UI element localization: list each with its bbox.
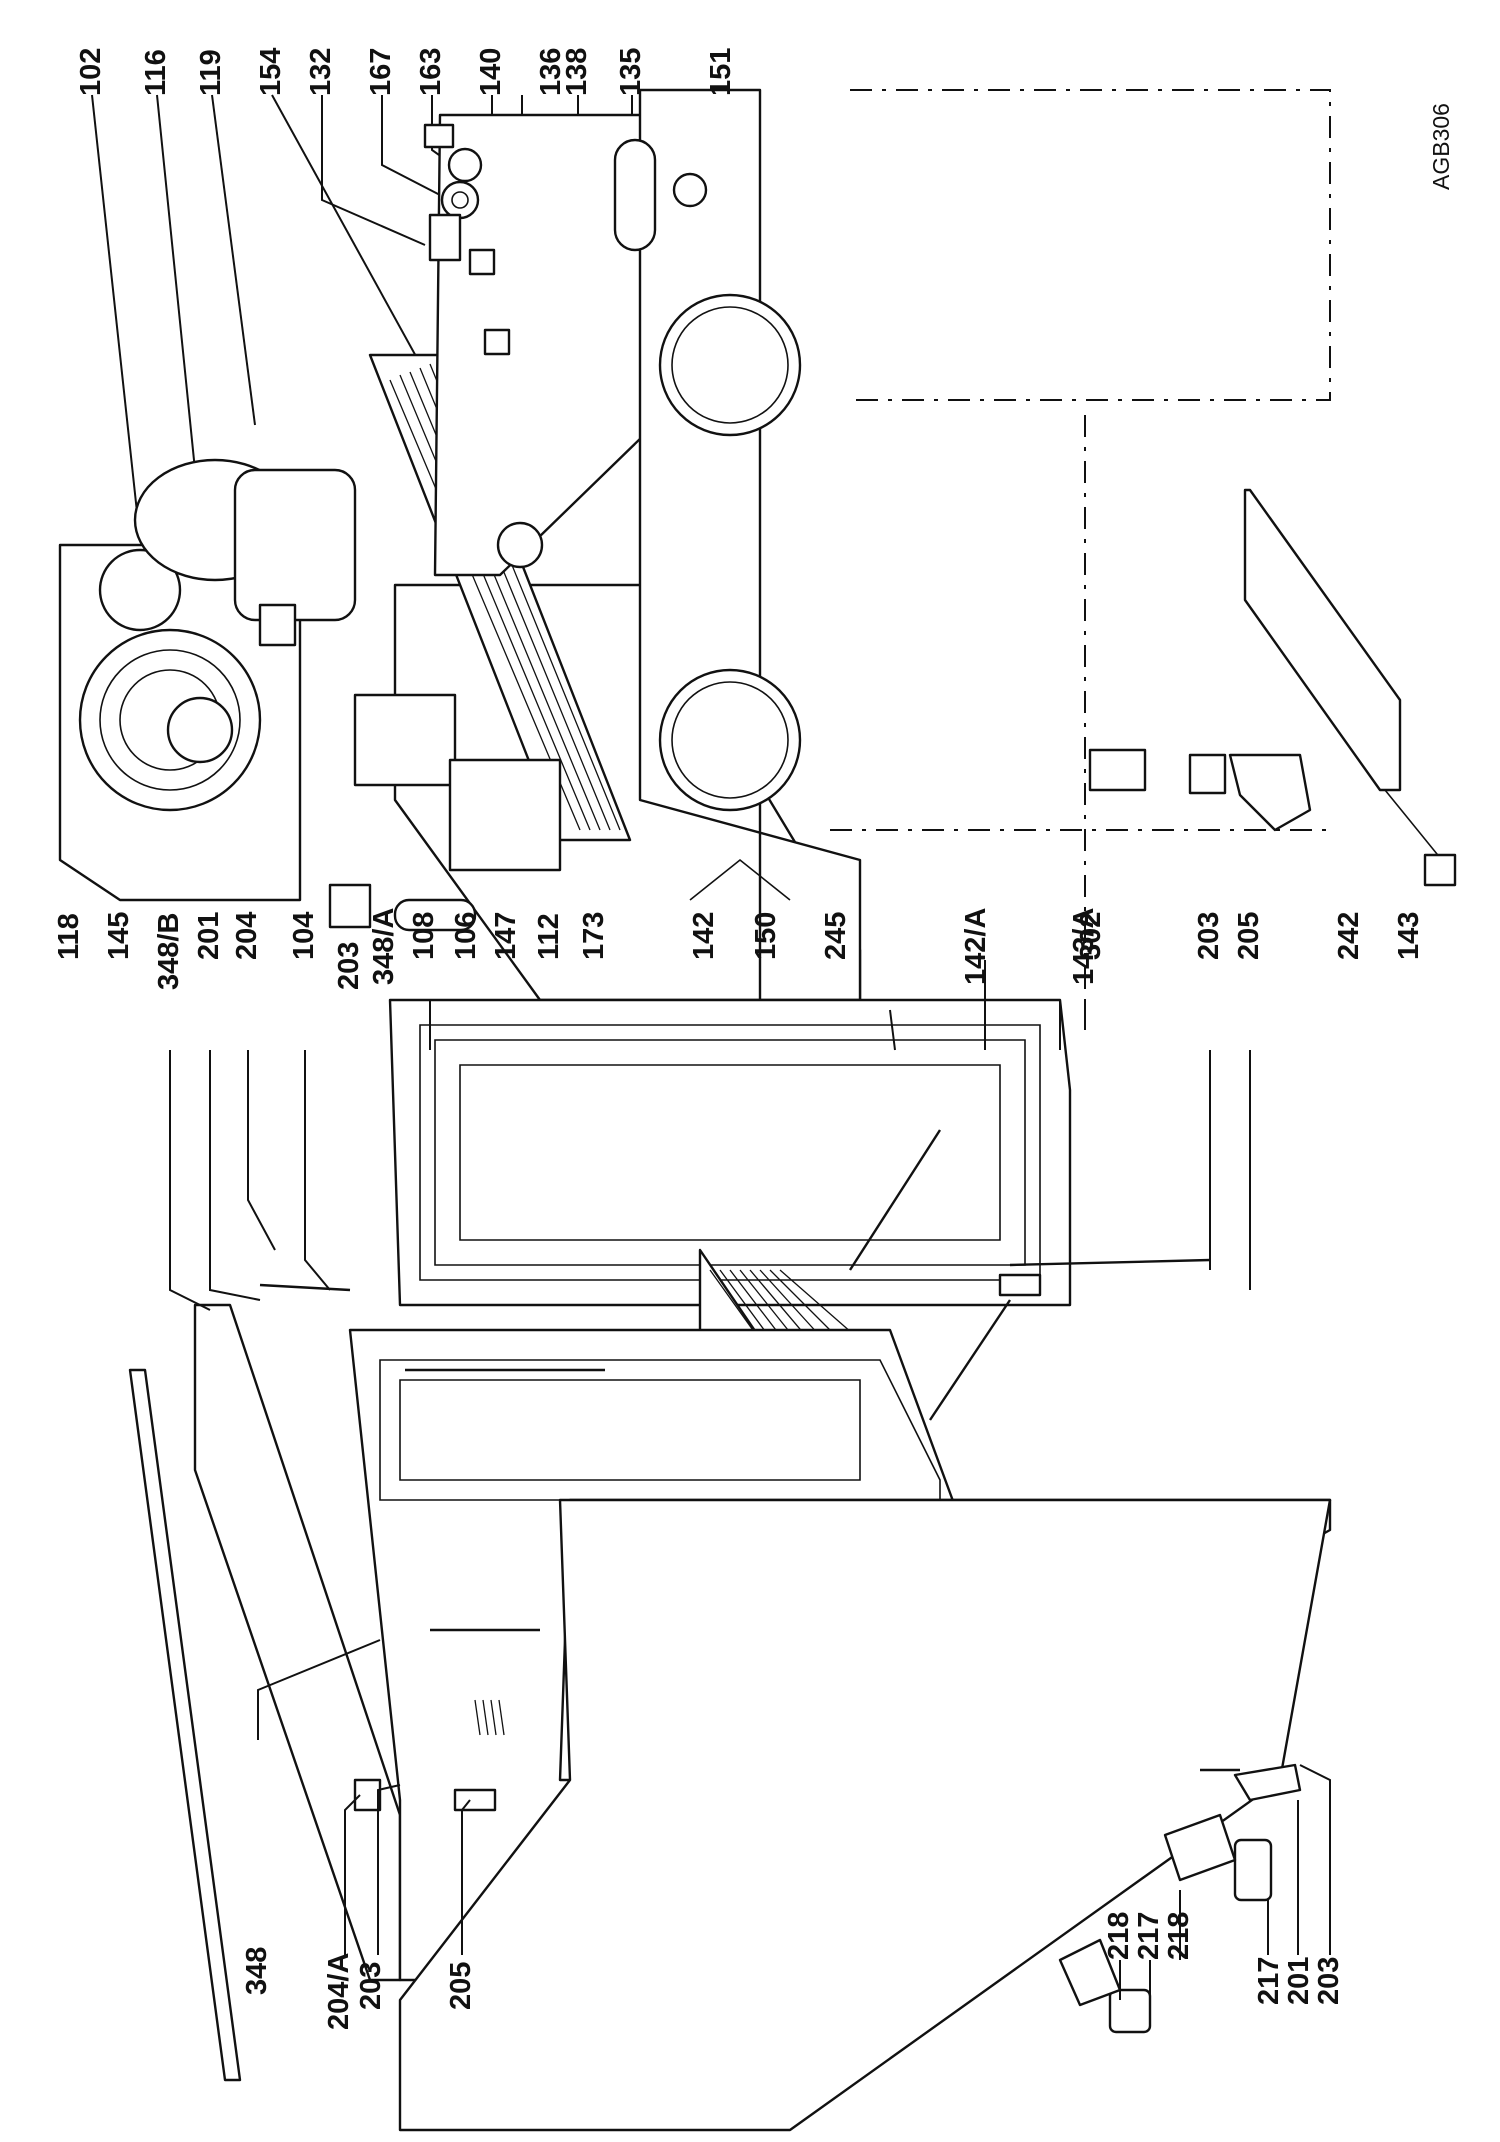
bezel-167 [440,180,480,220]
hinge-205b [998,1273,1042,1297]
callout-104: 104 [288,911,320,960]
callout-348b: 348/B [153,912,185,990]
callout-242: 242 [1333,911,1365,960]
callout-102: 102 [75,47,107,96]
vent-grille [474,1699,505,1736]
callout-302: 302 [1075,911,1107,960]
callout-218b: 218 [1163,1911,1195,1960]
foot-217b [1233,1838,1273,1902]
callout-118: 118 [53,913,85,960]
condensing-unit-assembly [58,88,1457,1030]
fan-grill-1 [658,293,802,437]
switch-138 [483,328,511,356]
callout-204b: 204/A [323,1952,355,2030]
callout-203b: 203 [1193,911,1225,960]
drain-151 [672,172,708,208]
callout-167: 167 [365,47,397,96]
callout-119: 119 [195,49,227,96]
callout-154: 154 [255,47,287,96]
fan-motor [166,696,234,764]
callout-147: 147 [490,911,522,960]
callout-132: 132 [305,47,337,96]
callout-106: 106 [450,911,482,960]
terminal-box [258,603,297,647]
fan-grill-2 [658,668,802,812]
callout-173: 173 [578,911,610,960]
bottom-leader-lines [169,960,1331,2000]
callout-151: 151 [705,47,737,96]
trim-strip [128,1368,242,2082]
callout-205a: 205 [1233,911,1265,960]
cabinet-assembly [128,1258,1332,2132]
callout-217b: 217 [1253,1956,1285,2005]
callout-145: 145 [103,911,135,960]
callout-140: 140 [475,47,507,96]
callout-218a: 218 [1103,1911,1135,1960]
callout-143: 143 [1393,911,1425,960]
callout-205b: 205 [445,1961,477,2010]
callout-142a: 142/A [960,907,992,985]
drain-tray-242 [1243,488,1402,792]
plate-218b [1163,1813,1237,1882]
callout-201a: 201 [193,911,225,960]
callout-217a: 217 [1133,1911,1165,1960]
relay-104 [328,883,372,929]
hinge-205 [453,1788,497,1812]
callout-150: 150 [750,911,782,960]
callout-108: 108 [408,911,440,960]
pipe-142 [689,858,791,901]
callout-203d: 203 [1313,1956,1345,2005]
switch-136 [468,248,496,276]
foot-217a [1108,1988,1152,2034]
front-panel [398,1498,1332,2132]
callout-112: 112 [533,913,565,960]
elbow-pipe [1228,753,1312,832]
callout-138: 138 [561,47,593,96]
callout-135: 135 [615,47,647,96]
gauge-154 [496,521,544,569]
coupling [1088,748,1147,792]
drawing-reference-code: AGB306 [1428,103,1454,190]
callout-142: 142 [688,911,720,960]
callout-203a: 203 [333,941,365,990]
callout-348: 348 [241,1946,273,1995]
heater-135 [613,138,657,252]
bracket-201 [1233,1763,1302,1802]
callout-348a: 348/A [368,907,400,985]
condenser-fan-2 [98,548,182,632]
callout-204a: 204 [231,911,263,960]
switch-140 [423,123,455,149]
capacitor-108 [393,898,477,932]
door-assembly [388,998,1072,1307]
knob-163 [447,147,483,183]
junction-box [353,693,457,787]
callout-163: 163 [415,47,447,96]
callout-116: 116 [140,49,172,96]
nut [1188,753,1227,795]
door-302 [388,998,1072,1307]
coil-block-147 [448,758,562,872]
callout-245: 245 [820,911,852,960]
hinge-204a [353,1778,382,1812]
thermostat-132 [428,213,462,262]
callout-201b: 201 [1283,1956,1315,2005]
callout-203c: 203 [355,1961,387,2010]
